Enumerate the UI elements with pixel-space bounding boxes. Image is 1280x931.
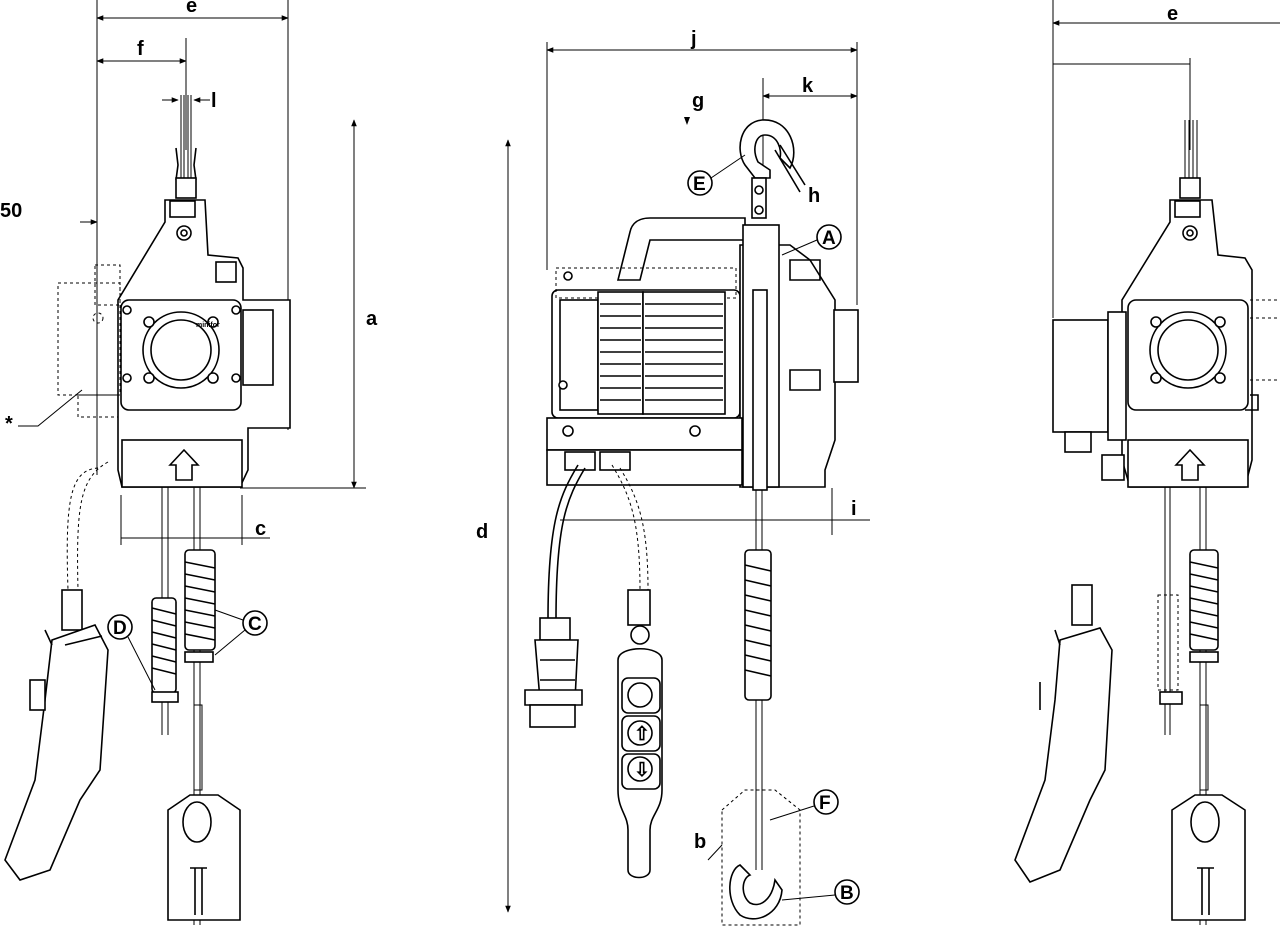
base-housing [546, 417, 743, 486]
bottom-block-center [721, 789, 801, 926]
asterisk-label: * [5, 413, 13, 435]
callout-label-b: B [840, 883, 854, 904]
dim-label-h: h [808, 185, 820, 207]
dim-label-d: d [476, 521, 488, 543]
junction-box-dashed [57, 264, 121, 418]
dim-label-e-left: e [186, 0, 197, 17]
pendant-up-glyph[interactable]: ⇧ [634, 724, 650, 745]
right-side-view: e [1014, 0, 1280, 925]
dim-label-b: b [694, 831, 706, 853]
control-pendant: ⇧ ⇩ [617, 589, 663, 879]
rope-band [193, 704, 203, 791]
hoist-body-left: minifor [117, 199, 291, 488]
callout-c: C [214, 609, 268, 656]
callout-b: B [781, 879, 860, 905]
dim-label-f: f [137, 38, 144, 60]
dimension-c: c [120, 495, 270, 545]
dimension-e-right: e [1052, 0, 1280, 318]
dimension-a: a [240, 119, 378, 489]
control-pendant-right [1014, 584, 1113, 883]
callout-f: F [769, 789, 839, 821]
g-arrow [684, 117, 690, 125]
brand-text-left: minifor [196, 322, 220, 329]
power-cable-dashed [66, 467, 99, 591]
callout-label-a: A [822, 228, 836, 249]
callout-d: D [107, 614, 156, 691]
dimension-f: f [96, 38, 187, 150]
dim-label-k: k [802, 75, 814, 97]
spring-buffer-d [151, 597, 179, 703]
power-cable [547, 464, 579, 621]
dimension-l: l [162, 90, 217, 112]
rope-top-right [1179, 120, 1201, 199]
callout-label-f: F [819, 793, 831, 814]
hoist-body-right [1052, 199, 1280, 488]
callout-label-e: E [693, 174, 706, 195]
dimension-i: i [560, 488, 870, 535]
carry-handle [616, 217, 746, 281]
spring-buffer-c [184, 549, 216, 663]
spring-buffer-center [744, 549, 772, 701]
edge-number-50: 50 [0, 200, 22, 222]
asterisk-leader: * [5, 389, 83, 435]
pendant-down-glyph[interactable]: ⇩ [634, 760, 650, 781]
rope-band-right [1199, 704, 1209, 791]
callout-a: A [781, 224, 842, 256]
dim-label-a: a [366, 308, 378, 330]
motor [551, 267, 741, 419]
callout-label-d: D [113, 618, 127, 639]
dim-label-j: j [690, 28, 697, 50]
top-hook [739, 119, 806, 219]
control-pendant-left [4, 589, 109, 881]
dim-label-e-right: e [1167, 3, 1178, 25]
bottom-block-left [167, 794, 241, 921]
spring-buffer-right [1157, 549, 1219, 705]
rope-top-left [175, 95, 197, 199]
dimension-j: j [546, 28, 858, 305]
dim-label-i: i [851, 498, 857, 520]
bottom-block-right [1171, 794, 1246, 921]
dim-label-g: g [692, 90, 704, 112]
dim-label-c: c [255, 518, 266, 540]
power-plug [524, 617, 583, 728]
callout-e: E [687, 154, 746, 196]
rope-guide [752, 289, 768, 491]
callout-label-c: C [248, 614, 262, 635]
dimension-d: d [476, 139, 511, 913]
front-view: j k g h E [476, 28, 870, 926]
dim-label-l: l [211, 90, 217, 112]
left-side-view: e f l [0, 0, 378, 925]
